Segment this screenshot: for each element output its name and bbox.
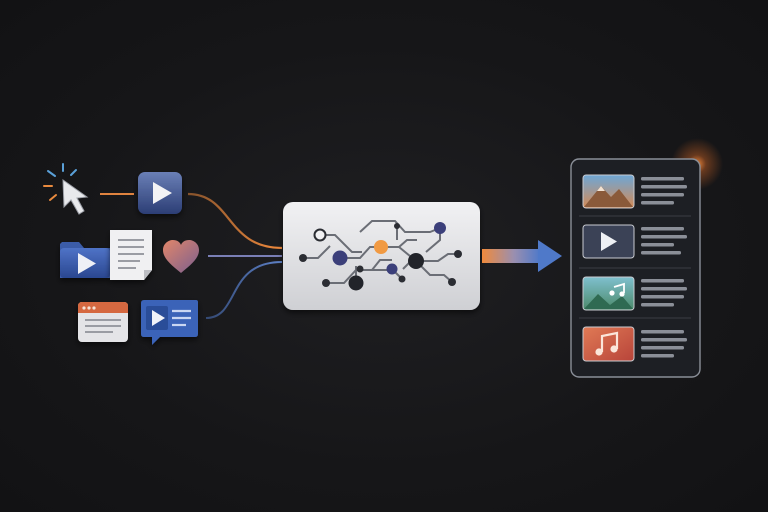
music-note-icon <box>582 326 635 362</box>
processing-panel <box>283 202 480 310</box>
landscape-image-icon <box>582 174 635 209</box>
recommendation-list <box>570 158 701 378</box>
cursor-click-icon <box>43 163 89 215</box>
play-video-icon <box>138 172 182 214</box>
folder-video-icon <box>60 242 110 278</box>
heart-icon <box>163 240 199 273</box>
list-item <box>582 174 687 209</box>
input-connectors <box>100 192 283 319</box>
list-item <box>582 276 687 311</box>
video-message-icon <box>141 300 198 345</box>
browser-window-icon <box>78 302 128 342</box>
list-item <box>582 326 687 362</box>
play-video-icon <box>582 224 635 259</box>
document-icon <box>110 230 152 280</box>
connector-top <box>187 192 283 250</box>
list-item <box>582 224 687 259</box>
connector-bottom <box>205 261 283 319</box>
network-nodes <box>299 222 462 291</box>
output-arrow <box>482 240 562 272</box>
music-landscape-icon <box>582 276 635 311</box>
